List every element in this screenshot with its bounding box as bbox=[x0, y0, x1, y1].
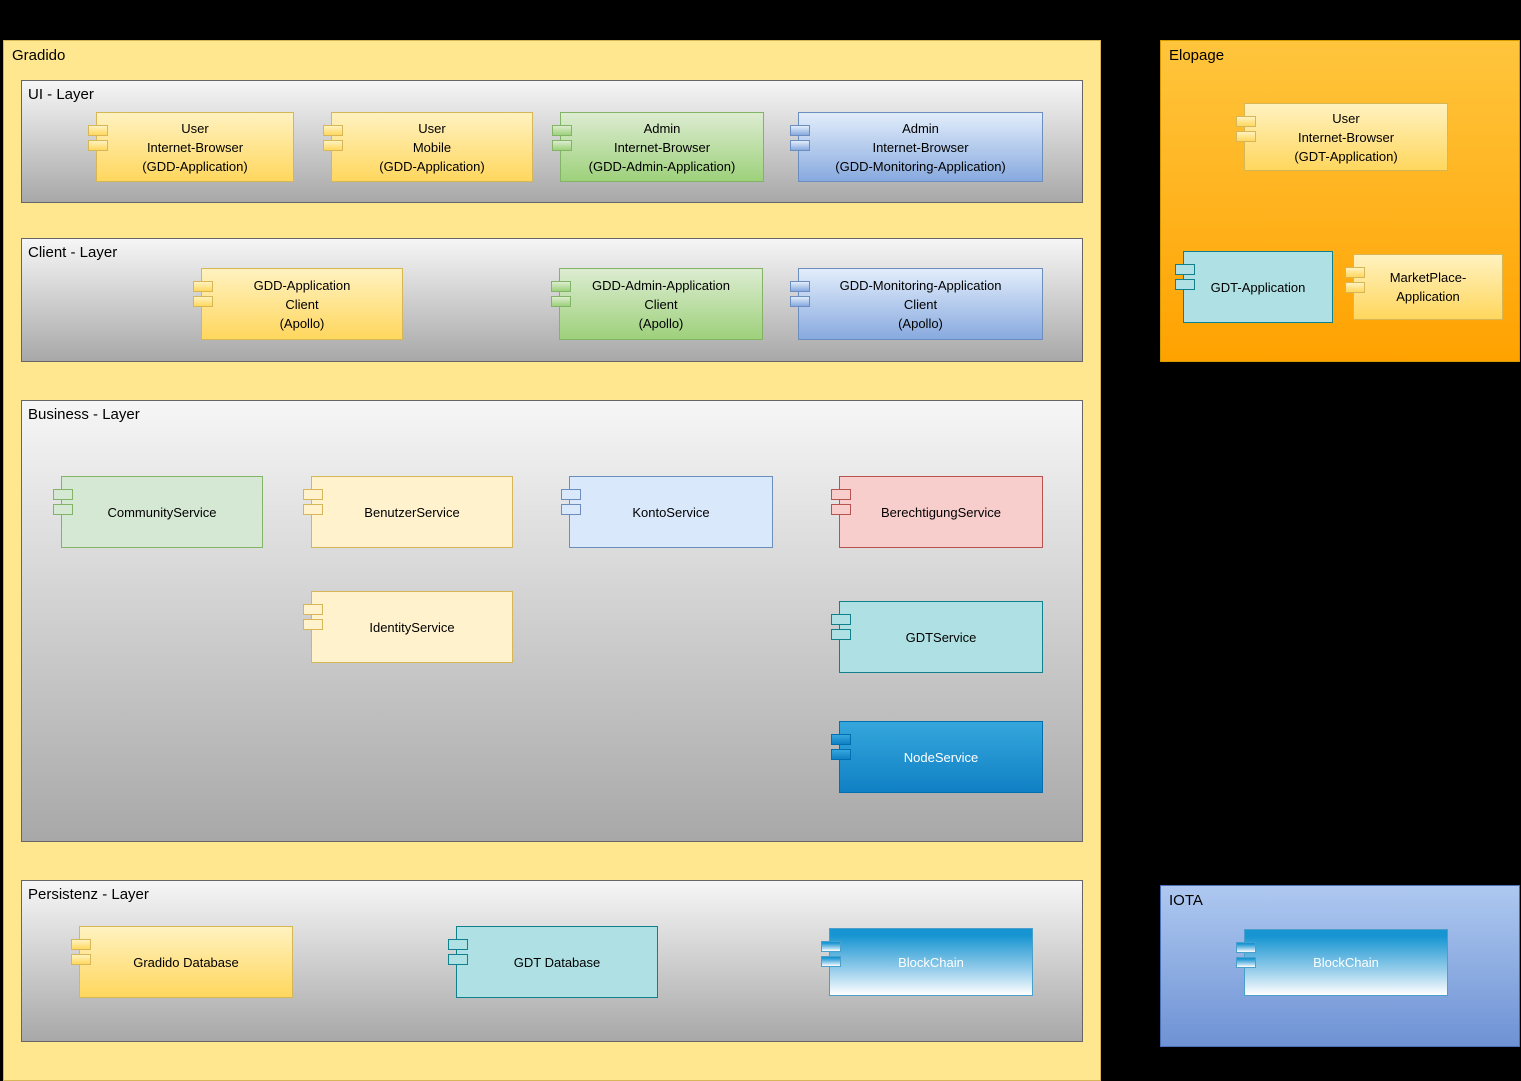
client-layer: Client - Layer GDD-Application Client (A… bbox=[21, 238, 1083, 362]
component-tab-icon bbox=[821, 956, 841, 967]
component-tab-icon bbox=[448, 954, 468, 965]
component-gdd-admin-application-client: GDD-Admin-Application Client (Apollo) bbox=[551, 268, 763, 340]
component-label: BenutzerService bbox=[364, 504, 460, 520]
component-tab-icon bbox=[303, 489, 323, 500]
elopage-container: Elopage User Internet-Browser (GDT-Appli… bbox=[1160, 40, 1520, 362]
component-tab-icon bbox=[552, 125, 572, 136]
component-berechtigung-service: BerechtigungService bbox=[831, 476, 1043, 548]
component-label: CommunityService bbox=[107, 504, 217, 520]
component-label: MarketPlace- Application bbox=[1389, 270, 1467, 304]
component-user-internet-browser-gdt: User Internet-Browser (GDT-Application) bbox=[1236, 103, 1448, 171]
component-tab-icon bbox=[1175, 264, 1195, 275]
component-tab-icon bbox=[551, 281, 571, 292]
component-tab-icon bbox=[1236, 131, 1256, 142]
component-tab-icon bbox=[303, 604, 323, 615]
iota-container: IOTA BlockChain bbox=[1160, 885, 1520, 1047]
component-tab-icon bbox=[71, 939, 91, 950]
component-label: BlockChain bbox=[898, 954, 964, 970]
component-tab-icon bbox=[790, 140, 810, 151]
component-gdt-application: GDT-Application bbox=[1175, 251, 1333, 323]
component-label: User Internet-Browser (GDT-Application) bbox=[1294, 110, 1398, 164]
component-tab-icon bbox=[448, 939, 468, 950]
component-tab-icon bbox=[790, 296, 810, 307]
component-label: BlockChain bbox=[1313, 955, 1379, 970]
component-tab-icon bbox=[323, 125, 343, 136]
ui-layer-label: UI - Layer bbox=[28, 86, 94, 103]
component-tab-icon bbox=[88, 140, 108, 151]
component-benutzer-service: BenutzerService bbox=[303, 476, 513, 548]
component-tab-icon bbox=[1175, 279, 1195, 290]
component-gdd-application-client: GDD-Application Client (Apollo) bbox=[193, 268, 403, 340]
component-label: User Internet-Browser (GDD-Application) bbox=[142, 120, 248, 174]
component-tab-icon bbox=[1236, 942, 1256, 953]
component-label: KontoService bbox=[632, 504, 710, 520]
component-admin-internet-browser-gdd-admin: Admin Internet-Browser (GDD-Admin-Applic… bbox=[552, 112, 764, 182]
component-tab-icon bbox=[193, 281, 213, 292]
component-gdd-monitoring-application-client: GDD-Monitoring-Application Client (Apoll… bbox=[790, 268, 1043, 340]
component-tab-icon bbox=[790, 125, 810, 136]
component-label: IdentityService bbox=[369, 619, 455, 635]
elopage-container-label: Elopage bbox=[1169, 47, 1225, 64]
component-tab-icon bbox=[552, 140, 572, 151]
component-gdt-database: GDT Database bbox=[448, 926, 658, 998]
component-label: GDD-Application Client (Apollo) bbox=[253, 277, 351, 331]
component-tab-icon bbox=[561, 489, 581, 500]
component-identity-service: IdentityService bbox=[303, 591, 513, 663]
component-tab-icon bbox=[303, 619, 323, 630]
component-tab-icon bbox=[53, 504, 73, 515]
component-tab-icon bbox=[831, 504, 851, 515]
component-gradido-database: Gradido Database bbox=[71, 926, 293, 998]
gradido-container-label: Gradido bbox=[12, 47, 66, 64]
component-tab-icon bbox=[821, 941, 841, 952]
persistenz-layer: Persistenz - Layer Gradido Database GDT … bbox=[21, 880, 1083, 1042]
component-label: GDT-Application bbox=[1210, 279, 1306, 295]
component-label: GDD-Admin-Application Client (Apollo) bbox=[592, 277, 730, 331]
component-label: Admin Internet-Browser (GDD-Admin-Applic… bbox=[588, 120, 736, 174]
component-tab-icon bbox=[1345, 282, 1365, 293]
component-tab-icon bbox=[831, 614, 851, 625]
component-node-service: NodeService bbox=[831, 721, 1043, 793]
business-layer: Business - Layer CommunityService Benutz… bbox=[21, 400, 1083, 842]
component-label: Gradido Database bbox=[133, 954, 239, 970]
component-tab-icon bbox=[53, 489, 73, 500]
component-tab-icon bbox=[831, 734, 851, 745]
component-user-internet-browser-gdd: User Internet-Browser (GDD-Application) bbox=[88, 112, 294, 182]
component-tab-icon bbox=[303, 504, 323, 515]
component-blockchain-gdd: BlockChain bbox=[821, 928, 1033, 996]
component-gdt-service: GDTService bbox=[831, 601, 1043, 673]
component-tab-icon bbox=[1236, 116, 1256, 127]
component-tab-icon bbox=[1236, 957, 1256, 968]
component-user-mobile-gdd: User Mobile (GDD-Application) bbox=[323, 112, 533, 182]
component-blockchain-iota: BlockChain bbox=[1236, 929, 1448, 996]
client-layer-label: Client - Layer bbox=[28, 244, 118, 261]
component-tab-icon bbox=[193, 296, 213, 307]
component-marketplace-application: MarketPlace- Application bbox=[1345, 254, 1503, 320]
component-tab-icon bbox=[831, 629, 851, 640]
component-label: Admin Internet-Browser (GDD-Monitoring-A… bbox=[835, 120, 1006, 174]
iota-container-label: IOTA bbox=[1169, 892, 1203, 909]
component-tab-icon bbox=[323, 140, 343, 151]
component-tab-icon bbox=[71, 954, 91, 965]
component-label: User Mobile (GDD-Application) bbox=[379, 120, 485, 174]
component-konto-service: KontoService bbox=[561, 476, 773, 548]
component-admin-internet-browser-gdd-monitoring: Admin Internet-Browser (GDD-Monitoring-A… bbox=[790, 112, 1043, 182]
component-tab-icon bbox=[88, 125, 108, 136]
component-label: GDTService bbox=[905, 629, 977, 645]
component-tab-icon bbox=[790, 281, 810, 292]
component-tab-icon bbox=[831, 489, 851, 500]
component-label: GDD-Monitoring-Application Client (Apoll… bbox=[839, 277, 1002, 331]
component-tab-icon bbox=[551, 296, 571, 307]
component-tab-icon bbox=[831, 749, 851, 760]
component-tab-icon bbox=[561, 504, 581, 515]
component-label: BerechtigungService bbox=[881, 504, 1001, 520]
business-layer-label: Business - Layer bbox=[28, 406, 140, 423]
component-label: NodeService bbox=[903, 749, 979, 765]
ui-layer: UI - Layer User Internet-Browser (GDD-Ap… bbox=[21, 80, 1083, 203]
component-community-service: CommunityService bbox=[53, 476, 263, 548]
component-label: GDT Database bbox=[513, 954, 601, 970]
component-tab-icon bbox=[1345, 267, 1365, 278]
persistenz-layer-label: Persistenz - Layer bbox=[28, 886, 149, 903]
